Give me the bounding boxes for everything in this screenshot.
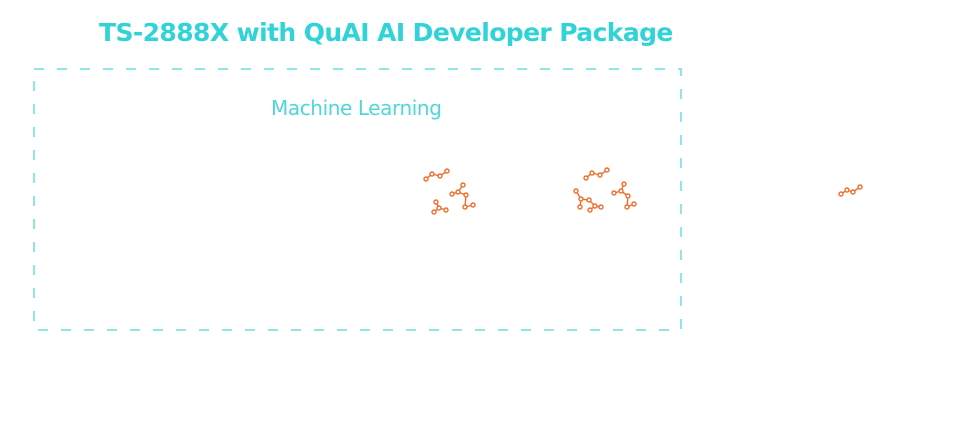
molecule-icon xyxy=(838,184,863,197)
dashed-border xyxy=(33,68,682,331)
container-label: Machine Learning xyxy=(271,96,442,120)
page-title: TS-2888X with QuAI AI Developer Package xyxy=(99,18,673,47)
machine-learning-container xyxy=(33,68,682,331)
molecule-icon xyxy=(573,167,637,213)
molecule-icon xyxy=(423,168,476,215)
